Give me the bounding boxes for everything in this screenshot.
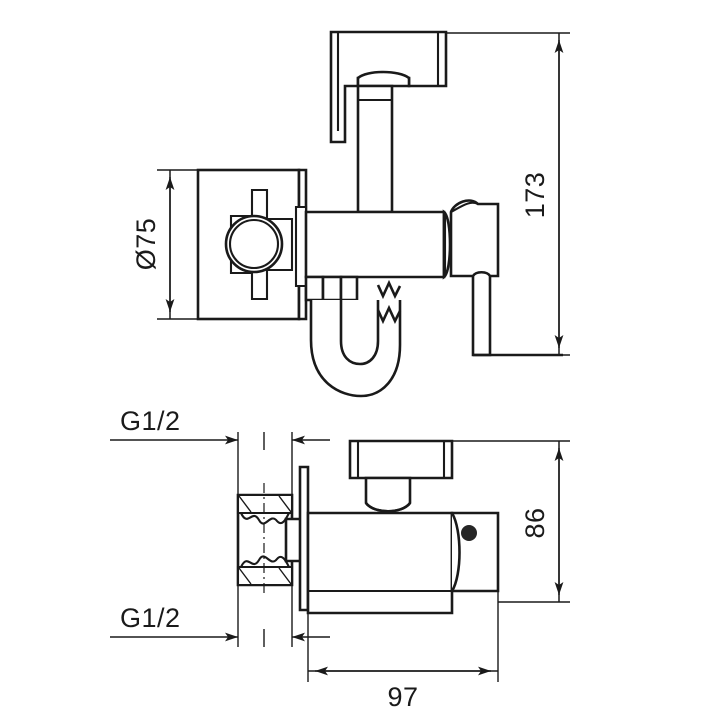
lever-handle-stem bbox=[364, 476, 412, 513]
elevation-view: 173 Ø75 bbox=[131, 30, 570, 398]
valve-body-rect bbox=[306, 511, 454, 615]
inlet-nut-top-flange bbox=[236, 493, 294, 515]
dim-label-d75: Ø75 bbox=[131, 218, 161, 271]
inlet-nut-bottom-flange bbox=[236, 565, 294, 587]
dim-label-173: 173 bbox=[520, 172, 550, 219]
dim-label-97: 97 bbox=[387, 682, 418, 712]
thread-profile-bottom bbox=[240, 555, 290, 568]
thread-label-bottom: G1/2 bbox=[120, 603, 181, 633]
hose-break-zigzag-lower bbox=[376, 304, 402, 325]
thread-profile-top bbox=[240, 512, 290, 525]
dimension-diameter-75: Ø75 bbox=[131, 169, 299, 320]
valve-knob-block bbox=[449, 199, 500, 278]
spray-head-dome bbox=[356, 70, 411, 88]
thread-label-top: G1/2 bbox=[120, 406, 181, 436]
wall-plate-escutcheon bbox=[196, 168, 308, 321]
hose-nut-seg-3 bbox=[339, 275, 359, 302]
cap-block-curved-seam bbox=[450, 512, 461, 592]
indicator-dot-icon bbox=[461, 525, 477, 541]
plan-view: G1/2 G1/2 86 bbox=[110, 406, 570, 712]
plan-lever-handle bbox=[348, 439, 454, 513]
hose-nut-seg-1 bbox=[304, 275, 325, 302]
inlet-nut-hatch-marks bbox=[238, 495, 292, 585]
plan-valve-body bbox=[306, 511, 454, 615]
hose-inner-curve bbox=[339, 300, 380, 366]
dimension-86: 86 bbox=[452, 440, 570, 603]
valve-cap-block bbox=[450, 511, 500, 593]
valve-knob-shoulder-line bbox=[450, 201, 479, 213]
holder-retaining-tab bbox=[294, 205, 308, 288]
hose-break-zigzag-upper bbox=[376, 279, 402, 300]
hose-nut-seg-2 bbox=[321, 275, 343, 302]
inlet-connector bbox=[236, 483, 305, 597]
dim-label-86: 86 bbox=[520, 507, 550, 538]
dimension-97: 97 bbox=[307, 591, 499, 712]
dimension-173: 173 bbox=[446, 32, 570, 356]
sprayer-stem bbox=[356, 84, 394, 214]
callout-thread-bottom: G1/2 bbox=[110, 585, 330, 647]
callout-thread-top: G1/2 bbox=[110, 406, 330, 495]
valve-body-block bbox=[304, 210, 446, 279]
lever-handle-dome-underside bbox=[364, 502, 412, 513]
lever-handle-rect bbox=[348, 439, 454, 480]
holder-boss-inner bbox=[228, 218, 280, 270]
flexible-hose bbox=[304, 275, 402, 398]
spray-head-assembly bbox=[329, 30, 448, 214]
outlet-downpipe bbox=[471, 270, 492, 357]
elevation-valve-body bbox=[304, 199, 563, 357]
